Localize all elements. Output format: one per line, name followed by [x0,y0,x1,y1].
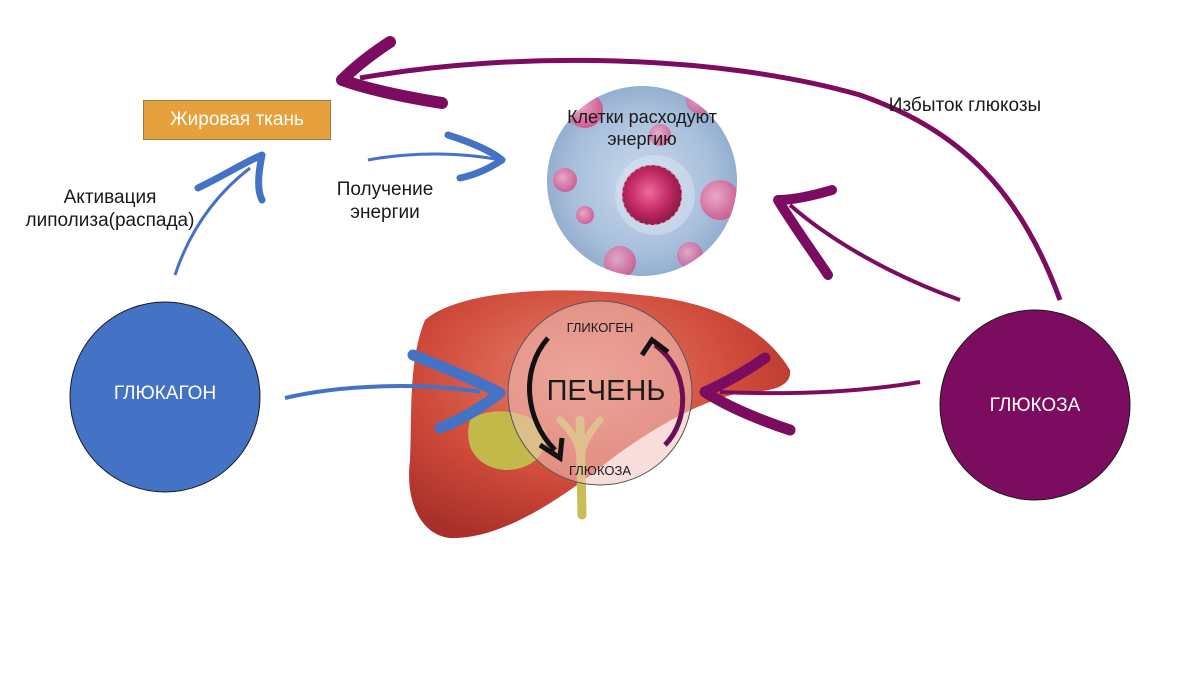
lipolysis-arrow [173,151,266,276]
glucagon-to-liver-arrow [284,349,506,434]
energy-gain-label: Получение энергии [336,179,434,223]
glucose-to-cells-arrow [773,185,961,302]
glycogen-label: ГЛИКОГЕН [566,320,634,335]
glucose-node [939,309,1131,501]
lipolysis-label: Активация липолиза(распада) [25,187,195,231]
cells-image [547,86,737,276]
glucagon-node [69,301,261,493]
fat-tissue-box: Жировая ткань [143,100,331,140]
liver-label: ПЕЧЕНЬ [546,375,666,407]
glucose-to-liver-arrow [699,352,921,436]
liver-glucose-label: ГЛЮКОЗА [568,463,632,478]
energy-gain-arrow [367,131,506,182]
cells-label: Клетки расходуют энергию [567,107,717,149]
glycogen-to-glucose-arrow [527,336,557,452]
glucose-label: ГЛЮКОЗА [989,395,1081,416]
excess-glucose-arrow [336,36,1063,301]
glucose-to-glycogen-arrow [653,342,686,447]
glucagon-label: ГЛЮКАГОН [113,383,217,404]
excess-glucose-label: Избыток глюкозы [888,95,1042,116]
